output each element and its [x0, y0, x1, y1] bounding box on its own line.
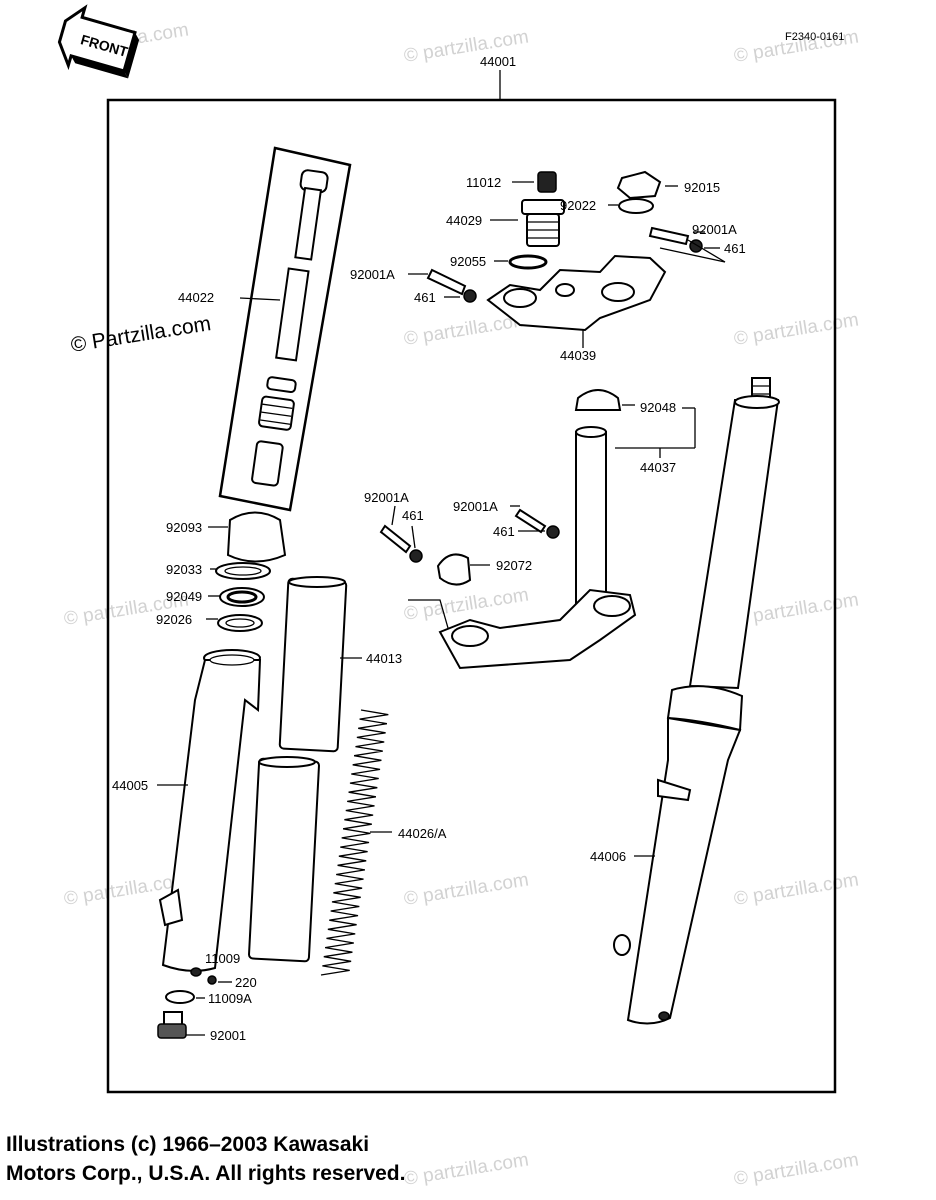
- callout-44039: 44039: [560, 348, 596, 363]
- damper-kit-group: 44022: [178, 146, 352, 512]
- stem-bracket-group: 92048 44037 92001A 461 92001A 461 92072: [364, 389, 696, 670]
- callout-92055: 92055: [450, 254, 486, 269]
- figure-id: F2340-0161: [785, 31, 844, 43]
- callout-461-mid-left: 461: [402, 508, 424, 523]
- seals-group: 92093 92033 92049 92026: [156, 511, 287, 632]
- callout-44037: 44037: [640, 460, 676, 475]
- callout-44029: 44029: [446, 213, 482, 228]
- callout-92015: 92015: [684, 180, 720, 195]
- callout-44001: 44001: [480, 54, 516, 69]
- callout-461-mid-right: 461: [493, 524, 515, 539]
- callout-44013: 44013: [366, 651, 402, 666]
- callout-44006: 44006: [590, 849, 626, 864]
- left-outer-tube-group: 44005 11009 220 11009A 92001: [112, 649, 262, 1043]
- callout-92026: 92026: [156, 612, 192, 627]
- callout-92049: 92049: [166, 589, 202, 604]
- inner-tube-group: 44013: [248, 576, 402, 963]
- watermark-10: © partzilla.com: [402, 869, 530, 909]
- spring-group: 44026/A: [320, 709, 447, 976]
- watermark-5: © partzilla.com: [732, 309, 860, 349]
- copyright-line-2: Motors Corp., U.S.A. All rights reserved…: [6, 1162, 406, 1185]
- callout-92001: 92001: [210, 1028, 246, 1043]
- watermark-7: © partzilla.com: [402, 584, 530, 624]
- callout-92072: 92072: [496, 558, 532, 573]
- copyright-line-1: Illustrations (c) 1966–2003 Kawasaki: [6, 1133, 370, 1156]
- watermark-12: © partzilla.com: [402, 1149, 530, 1189]
- front-arrow-icon: FRONT: [57, 4, 140, 79]
- assembly-frame: [106, 98, 837, 1094]
- callout-92093: 92093: [166, 520, 202, 535]
- damper-kit-box: [218, 146, 352, 512]
- callout-92048: 92048: [640, 400, 676, 415]
- callout-92033: 92033: [166, 562, 202, 577]
- callout-461-left-top: 461: [414, 290, 436, 305]
- watermark-13: © partzilla.com: [732, 1149, 860, 1189]
- callout-92001A-mid-right: 92001A: [453, 499, 498, 514]
- callout-11009A: 11009A: [208, 991, 252, 1006]
- watermark-main: © Partzilla.com: [69, 312, 212, 357]
- callout-461-right-top: 461: [724, 241, 746, 256]
- callout-11012: 11012: [466, 175, 501, 190]
- callout-92022: 92022: [560, 198, 596, 213]
- callout-92001A-left-top: 92001A: [350, 267, 395, 282]
- callout-44022: 44022: [178, 290, 214, 305]
- callout-220: 220: [235, 975, 257, 990]
- callout-92001A-mid-left: 92001A: [364, 490, 409, 505]
- callout-44005: 44005: [112, 778, 148, 793]
- right-fork-group: 44006: [590, 377, 780, 1025]
- watermark-11: © partzilla.com: [732, 869, 860, 909]
- callout-11009: 11009: [205, 951, 240, 966]
- upper-bracket-group: 11012 44029 92055 92015 92022 92001A 461…: [350, 170, 746, 363]
- callout-44026-A: 44026/A: [398, 826, 447, 841]
- callout-92001A-right-top: 92001A: [692, 222, 737, 237]
